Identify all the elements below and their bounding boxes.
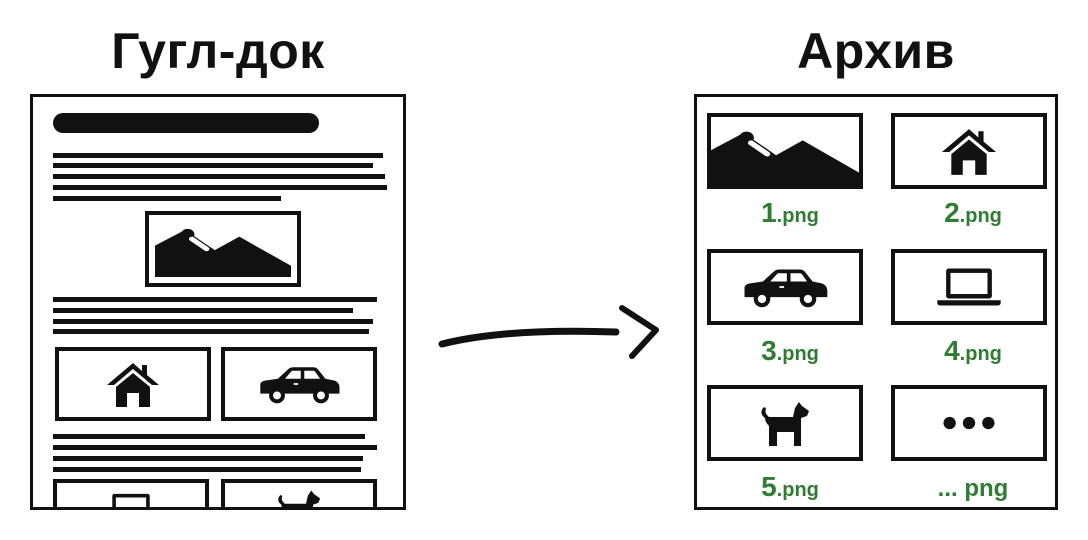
dog-icon xyxy=(755,395,815,451)
archive-file-thumb-2 xyxy=(891,113,1047,189)
car-icon xyxy=(739,263,831,311)
archive-title: Архив xyxy=(797,23,955,79)
archive-file-thumb-1 xyxy=(707,113,863,189)
doc-text-line xyxy=(53,153,383,158)
laptop-icon xyxy=(87,491,175,510)
doc-text-line xyxy=(53,319,373,324)
archive-file-thumb-5 xyxy=(707,385,863,461)
doc-image-landscape xyxy=(145,211,301,287)
house-icon xyxy=(99,359,167,409)
landscape-image-icon xyxy=(711,123,859,185)
doc-text-line xyxy=(53,174,385,179)
archive-file-label-3: 3.png xyxy=(761,335,819,366)
landscape-image-icon xyxy=(155,221,291,277)
doc-text-line xyxy=(53,445,377,450)
doc-text-line xyxy=(53,163,373,168)
doc-text-line xyxy=(53,196,281,201)
doc-text-line xyxy=(53,297,377,302)
archive-file-thumb-3 xyxy=(707,249,863,325)
doc-text-line xyxy=(53,467,361,472)
house-icon xyxy=(935,125,1003,177)
doc-text-line xyxy=(53,308,353,313)
laptop-icon xyxy=(925,261,1013,313)
doc-text-line xyxy=(53,185,387,190)
archive-file-thumb-4 xyxy=(891,249,1047,325)
archive-file-label-1: 1.png xyxy=(761,197,819,228)
doc-text-line xyxy=(53,434,365,439)
archive-more-label: ... png xyxy=(937,475,1009,502)
doc-text-line xyxy=(53,329,369,334)
archive: 1.png 2.png 3.png 4.png 5.png ... png xyxy=(694,94,1058,510)
arrow-right-icon xyxy=(438,305,659,359)
doc-image-laptop-partial xyxy=(53,479,209,510)
doc-image-dog-partial xyxy=(221,479,377,510)
car-icon xyxy=(255,361,343,407)
archive-file-label-2: 2.png xyxy=(944,197,1002,228)
doc-image-house xyxy=(55,347,211,421)
google-doc xyxy=(30,94,406,510)
archive-file-label-5: 5.png xyxy=(761,471,819,502)
archive-file-label-4: 4.png xyxy=(944,335,1002,366)
dog-icon xyxy=(265,487,333,510)
archive-more-thumb xyxy=(891,385,1047,461)
doc-text-line xyxy=(53,456,363,461)
ellipsis-icon xyxy=(925,399,1013,447)
doc-image-car xyxy=(221,347,377,421)
doc-heading-bar xyxy=(53,113,319,133)
google-doc-title: Гугл-док xyxy=(111,23,325,79)
